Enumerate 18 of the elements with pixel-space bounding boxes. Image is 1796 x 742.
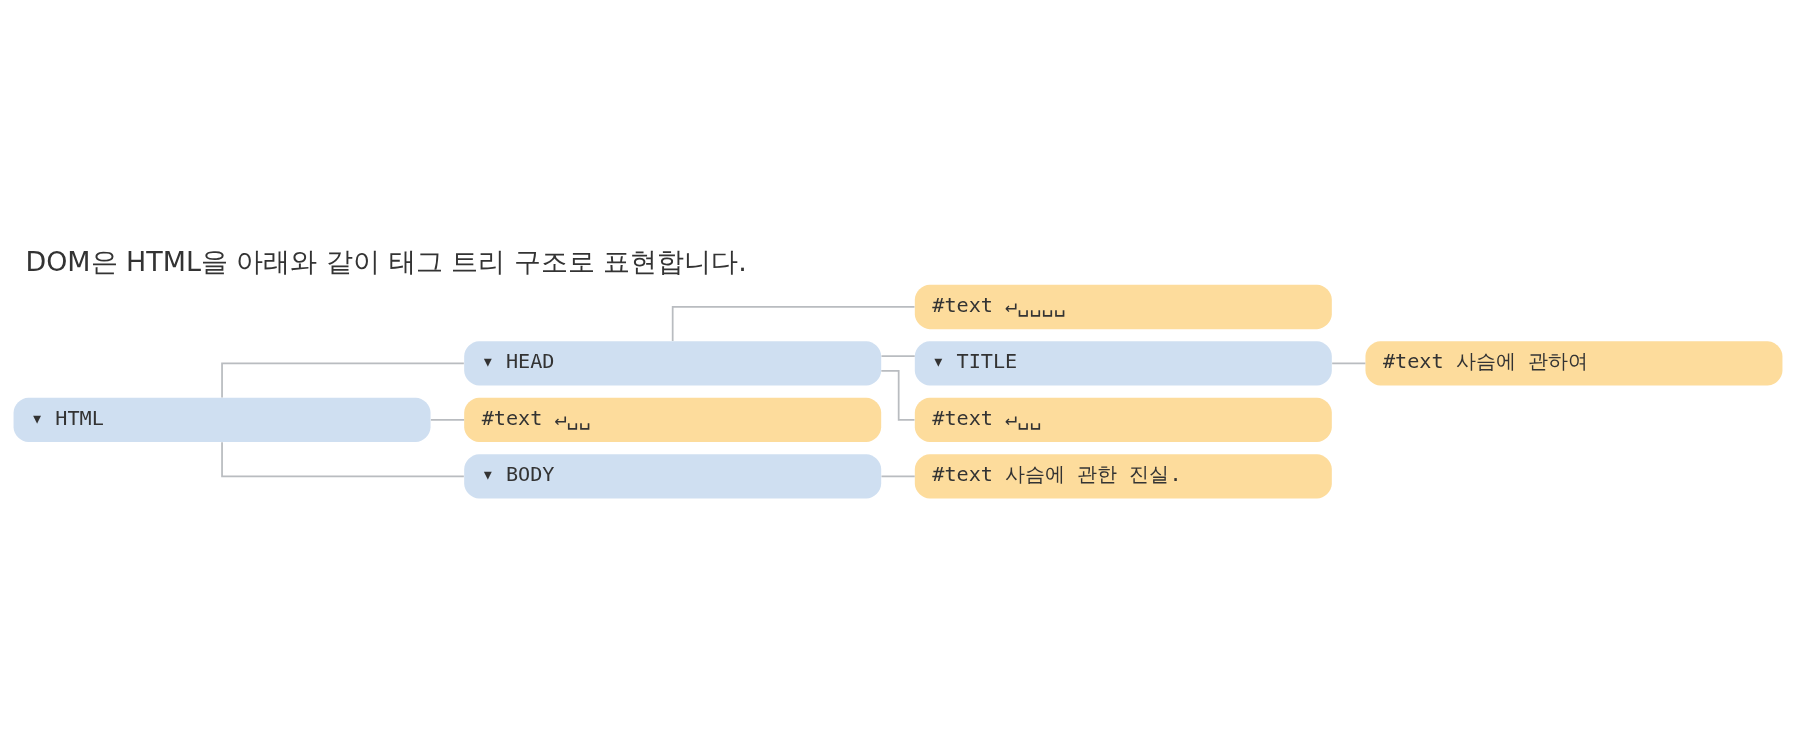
connector: [430, 418, 465, 421]
connector: [1331, 362, 1367, 364]
node-box: #text ↵␣␣: [464, 397, 882, 442]
node-box: ▾ BODY: [464, 453, 882, 499]
node-box: ▾ HEAD: [464, 340, 882, 386]
connector: [221, 440, 465, 477]
connector: [671, 305, 916, 342]
connector: [880, 354, 916, 357]
node-box: #text 사슴에 관하여: [1365, 340, 1783, 386]
node-box: ▾ HTML: [13, 397, 431, 442]
diagram-title: DOM은 HTML을 아래와 같이 태그 트리 구조로 표현합니다.: [25, 245, 747, 277]
connector: [880, 369, 916, 421]
node-box: #text ↵␣␣: [914, 397, 1332, 442]
connector: [221, 362, 465, 398]
connector: [880, 475, 916, 477]
node-box: #text ↵␣␣␣␣: [914, 284, 1332, 329]
node-box: ▾ TITLE: [914, 340, 1332, 386]
node-box: #text 사슴에 관한 진실.: [914, 453, 1332, 499]
